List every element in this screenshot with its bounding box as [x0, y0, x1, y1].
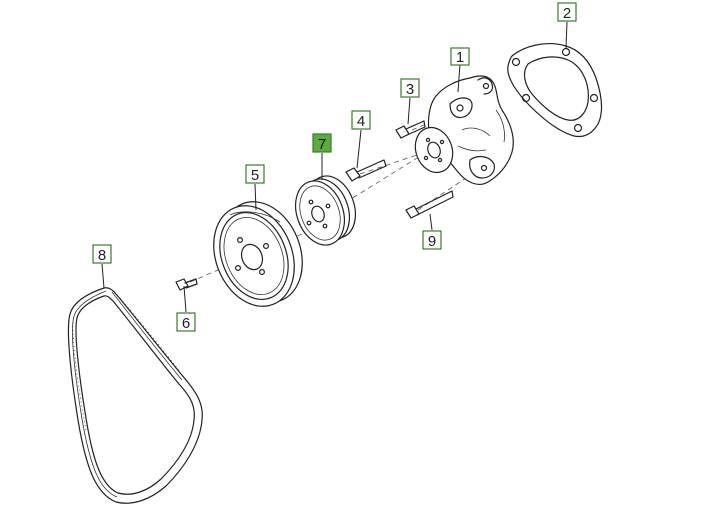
- water-pump-bolt-lower[interactable]: [405, 190, 454, 219]
- callout-label: 2: [563, 5, 571, 22]
- leader-lines: [101, 21, 568, 313]
- pulley-bolt-long[interactable]: [345, 159, 387, 182]
- crankshaft-pulley[interactable]: [199, 190, 316, 319]
- callout-1[interactable]: 1: [450, 47, 470, 66]
- callout-8[interactable]: 8: [92, 244, 112, 264]
- callout-6[interactable]: 6: [176, 312, 196, 332]
- callout-label: 1: [456, 49, 464, 66]
- callout-label: 3: [406, 81, 414, 98]
- drive-belt[interactable]: [67, 287, 203, 504]
- callout-label: 4: [357, 113, 365, 130]
- callout-label: 9: [428, 233, 436, 250]
- callout-label: 7: [318, 136, 326, 153]
- callout-label: 8: [98, 247, 106, 264]
- callout-3[interactable]: 3: [400, 78, 420, 98]
- callout-4[interactable]: 4: [351, 110, 371, 130]
- water-pump-gasket[interactable]: [507, 43, 603, 138]
- callout-label: 5: [251, 167, 259, 184]
- pulley-bolt-small[interactable]: [175, 278, 198, 291]
- water-pump[interactable]: [409, 75, 514, 185]
- callout-2[interactable]: 2: [557, 2, 577, 22]
- water-pump-bolt-upper[interactable]: [395, 120, 426, 139]
- callout-9[interactable]: 9: [422, 230, 442, 250]
- callout-label: 6: [182, 315, 190, 332]
- callout-5[interactable]: 5: [245, 164, 265, 184]
- water-pump-pulley[interactable]: [287, 169, 364, 251]
- callout-7[interactable]: 7: [312, 133, 332, 153]
